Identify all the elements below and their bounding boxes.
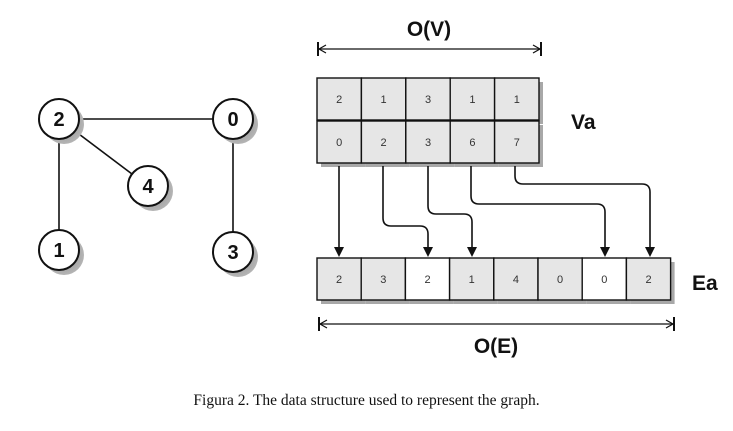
- va-label: Va: [571, 111, 596, 134]
- cell-value: 0: [336, 137, 342, 149]
- va-offset-cell: 0: [316, 120, 366, 167]
- va-offset-cell: 2: [360, 120, 410, 167]
- ea-dimension: O(E): [318, 317, 675, 358]
- ea-cell: 1: [448, 257, 498, 304]
- cell-value: 2: [381, 137, 387, 149]
- va-offset-cell: 7: [493, 120, 543, 167]
- node-label: 4: [142, 176, 154, 198]
- cell-value: 7: [514, 137, 520, 149]
- pointer-arrows: [334, 166, 655, 257]
- va-offset-cell: 6: [449, 120, 499, 167]
- node-label: 3: [227, 242, 238, 264]
- cell-value: 4: [513, 274, 519, 286]
- cell-value: 2: [336, 274, 342, 286]
- va-offset-cell: 3: [405, 120, 455, 167]
- node-4: 4: [127, 165, 173, 211]
- cell-value: 1: [469, 94, 475, 106]
- va-degree-cell: 1: [360, 77, 410, 124]
- pointer-arrow: [427, 166, 477, 257]
- cell-value: 3: [425, 137, 431, 149]
- pointer-arrow: [514, 166, 655, 257]
- cell-value: 1: [514, 94, 520, 106]
- node-label: 1: [53, 240, 64, 262]
- va-complexity-label: O(V): [407, 18, 451, 41]
- node-2: 2: [38, 98, 84, 144]
- va-degree-cell: 3: [405, 77, 455, 124]
- cell-value: 1: [469, 274, 475, 286]
- pointer-arrow: [470, 166, 610, 257]
- ea-label: Ea: [692, 272, 718, 295]
- va-dimension: O(V): [317, 18, 542, 56]
- ea-array: 2 3 2 1 4 0 0 2: [316, 257, 675, 304]
- ea-cell: 2: [404, 257, 454, 304]
- cell-value: 2: [424, 274, 430, 286]
- node-1: 1: [38, 229, 84, 275]
- cell-value: 3: [380, 274, 386, 286]
- cell-value: 3: [425, 94, 431, 106]
- va-degree-cell: 1: [493, 77, 543, 124]
- va-degree-cell: 1: [449, 77, 499, 124]
- node-label: 0: [227, 109, 238, 131]
- node-label: 2: [53, 109, 64, 131]
- ea-cell: 2: [625, 257, 675, 304]
- ea-cell: 0: [537, 257, 587, 304]
- cell-value: 0: [557, 274, 563, 286]
- cell-value: 0: [601, 274, 607, 286]
- ea-cell: 3: [360, 257, 410, 304]
- graph-nodes: 2 0 4 1 3: [38, 98, 258, 277]
- pointer-arrow: [382, 166, 433, 257]
- cell-value: 2: [645, 274, 651, 286]
- node-3: 3: [212, 231, 258, 277]
- node-0: 0: [212, 98, 258, 144]
- ea-complexity-label: O(E): [474, 335, 518, 358]
- figure-caption: Figura 2. The data structure used to rep…: [193, 392, 540, 409]
- cell-value: 1: [381, 94, 387, 106]
- va-degree-cell: 2: [316, 77, 366, 124]
- ea-cell: 2: [316, 257, 366, 304]
- va-array: 2 1 3 1 1 0 2 3 6 7: [316, 77, 543, 167]
- cell-value: 2: [336, 94, 342, 106]
- ea-cell: 0: [581, 257, 631, 304]
- ea-cell: 4: [493, 257, 542, 304]
- cell-value: 6: [469, 137, 475, 149]
